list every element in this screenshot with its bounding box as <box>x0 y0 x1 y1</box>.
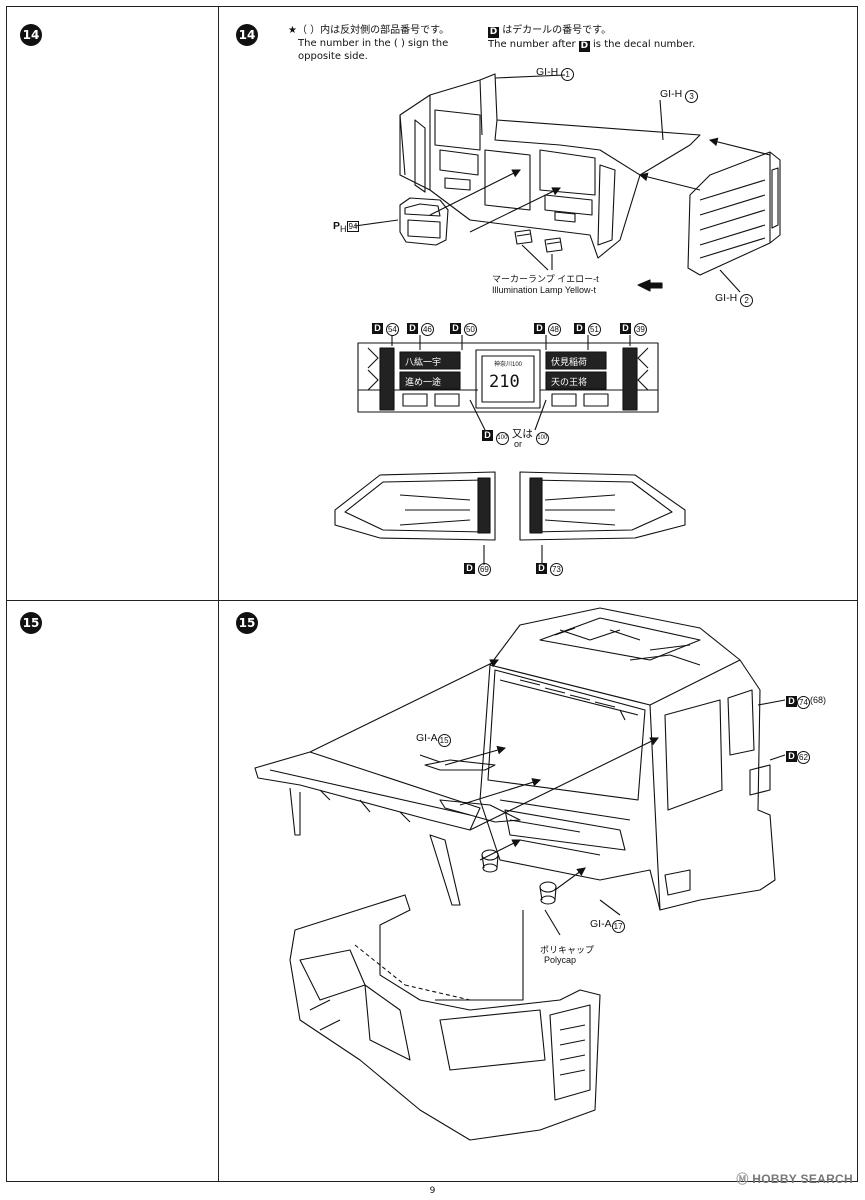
watermark-logo-icon: Ⓜ <box>736 1172 749 1186</box>
decal-panel-right-top: 伏見稲荷 <box>551 357 588 367</box>
spoiler-body <box>399 73 701 259</box>
marker-lamp-label-jp: マーカーランプ イエロー-t <box>492 274 599 284</box>
step-14-badge-left: 14 <box>20 24 42 46</box>
or-en: or <box>514 439 523 449</box>
bumper-spoiler <box>289 894 601 1141</box>
decal-73: D 73 <box>536 561 563 576</box>
decal-panel-left-top: 八紘一宇 <box>405 357 442 367</box>
page-frame <box>6 6 858 1182</box>
star-note-en-1: The number in the ( ) sign the <box>298 38 449 49</box>
page-number: 9 <box>429 1186 436 1196</box>
star-note-en-2: opposite side. <box>298 51 368 62</box>
polycap-label-jp: ポリキャップ <box>540 945 595 955</box>
decal-sheet <box>357 335 659 431</box>
decal-icon-inline: D <box>578 41 590 52</box>
license-plate-number: 210 <box>489 372 520 392</box>
column-divider <box>218 6 219 1182</box>
decal-69: D 69 <box>464 561 491 576</box>
step-15-badge: 15 <box>236 612 258 634</box>
decal-100-or: D 100 又は 100 <box>482 426 549 445</box>
polycaps <box>481 849 557 905</box>
cab-body <box>479 607 776 911</box>
step-15-badge-left: 15 <box>20 612 42 634</box>
decal-51: D 51 <box>574 321 601 336</box>
decal-panel-left-bottom: 進め一途 <box>405 377 442 387</box>
decal-54: D 54 <box>372 321 399 336</box>
star-note-jp: ★（ ）内は反対側の部品番号です。 <box>288 25 450 36</box>
decal-panel-right-bottom: 天の王将 <box>551 377 588 387</box>
decal-note-en-pre: The number after <box>488 39 576 50</box>
side-decal-right <box>519 471 686 565</box>
side-panel-right <box>687 151 781 276</box>
decal-46: D 46 <box>407 321 434 336</box>
roof-spoiler <box>254 751 481 906</box>
step-14-badge: 14 <box>236 24 258 46</box>
decal-50: D 50 <box>450 321 477 336</box>
decal-39: D 39 <box>620 321 647 336</box>
grille-parts <box>424 759 521 823</box>
star-note: ★（ ）内は反対側の部品番号です。 The number in the ( ) … <box>288 24 449 63</box>
decal-note-jp: はデカールの番号です。 <box>502 25 612 36</box>
watermark: Ⓜ HOBBY SEARCH <box>736 1172 853 1186</box>
marker-lamps <box>514 229 563 253</box>
side-decal-left <box>334 471 496 565</box>
marker-lamp-label-en: Illumination Lamp Yellow-t <box>492 285 597 295</box>
part-label-gi-h2: GI-H 2 <box>715 292 754 307</box>
lamp-part <box>399 197 449 246</box>
polycap-label-en: Polycap <box>544 955 577 965</box>
license-plate-region: 神奈川100 <box>494 362 523 368</box>
decal-note-en-post: is the decal number. <box>593 39 696 50</box>
part-label-gi-h3: GI-H 3 <box>660 88 699 103</box>
decal-48: D 48 <box>534 321 561 336</box>
row-divider <box>6 600 858 601</box>
part-label-gi-h1: GI-H 1 <box>536 66 575 81</box>
decal-icon: D <box>488 27 499 38</box>
decal-note: D はデカールの番号です。 The number after D is the … <box>488 24 695 52</box>
